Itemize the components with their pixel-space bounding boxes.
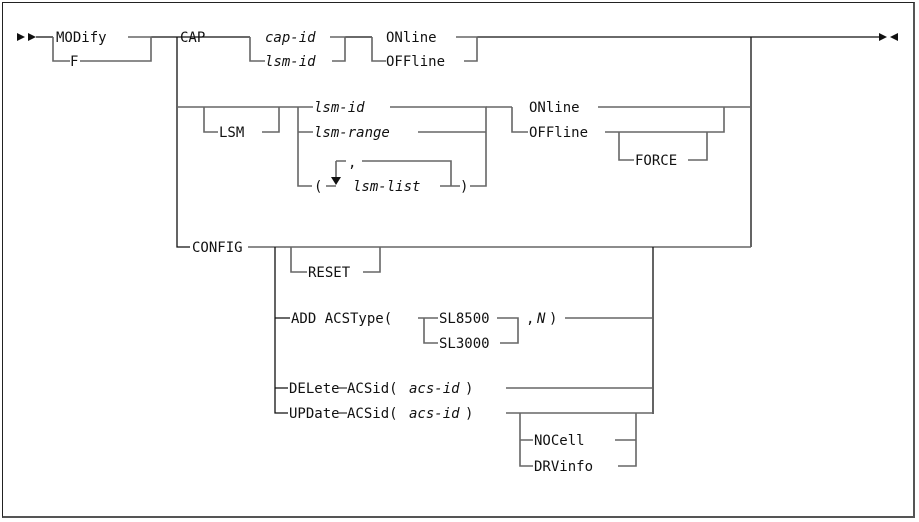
type-sl3000: SL3000 [439, 336, 490, 352]
update-keyword: UPDate [289, 406, 340, 422]
cap-keyword: CAP [180, 30, 205, 46]
update-acsid: ACSid( [347, 406, 398, 422]
option-nocell: NOCell [534, 433, 585, 449]
reset-branch [290, 247, 381, 273]
cap-id-branch [249, 36, 346, 62]
list-separator: , [348, 155, 356, 171]
lsm-list-var: lsm-list [353, 179, 420, 195]
add-acstype-label: ADD ACSType( [291, 311, 392, 327]
type-sl8500: SL8500 [439, 311, 490, 327]
cap-state-branch [371, 36, 478, 62]
lsm-list-loop [326, 160, 460, 187]
delete-close-paren: ) [465, 381, 473, 397]
lsm-offline: OFFline [529, 125, 588, 141]
delete-acsid: ACSid( [347, 381, 398, 397]
update-acs-id-var: acs-id [409, 406, 460, 422]
lsm-target-branch [297, 106, 487, 187]
list-open-paren: ( [314, 179, 322, 195]
end-arrows-icon [879, 33, 898, 41]
option-drvinfo: DRVinfo [534, 459, 593, 475]
cap-id-var: cap-id [265, 30, 316, 46]
update-line [506, 412, 653, 467]
lsm-keyword: LSM [219, 125, 244, 141]
update-close-paren: ) [465, 406, 473, 422]
force-keyword: FORCE [635, 153, 677, 169]
delete-keyword: DELete [289, 381, 340, 397]
main-vertical-left [176, 37, 190, 248]
config-keyword: CONFIG [192, 240, 243, 256]
lsm-keyword-branch [203, 107, 280, 133]
list-close-paren: ) [460, 179, 468, 195]
lsm-id-var: lsm-id [314, 100, 365, 116]
delete-acs-id-var: acs-id [409, 381, 460, 397]
lsm-online: ONline [529, 100, 580, 116]
f-alias: F [70, 54, 78, 70]
loop-arrow-icon [331, 177, 341, 185]
command-branch [52, 36, 152, 62]
cap-offline: OFFline [386, 54, 445, 70]
config-vertical-left [274, 247, 290, 414]
add-close-paren: ) [549, 311, 557, 327]
cap-lsm-id-var: lsm-id [265, 54, 316, 70]
lsm-range-var: lsm-range [314, 125, 390, 141]
reset-keyword: RESET [308, 265, 351, 281]
lsm-state-branch [511, 106, 751, 161]
add-comma: , [526, 311, 534, 327]
start-arrows-icon [17, 33, 36, 41]
cap-online: ONline [386, 30, 437, 46]
modify-keyword: MODify [56, 30, 107, 46]
add-n-var: N [536, 311, 546, 327]
add-line [418, 317, 653, 344]
